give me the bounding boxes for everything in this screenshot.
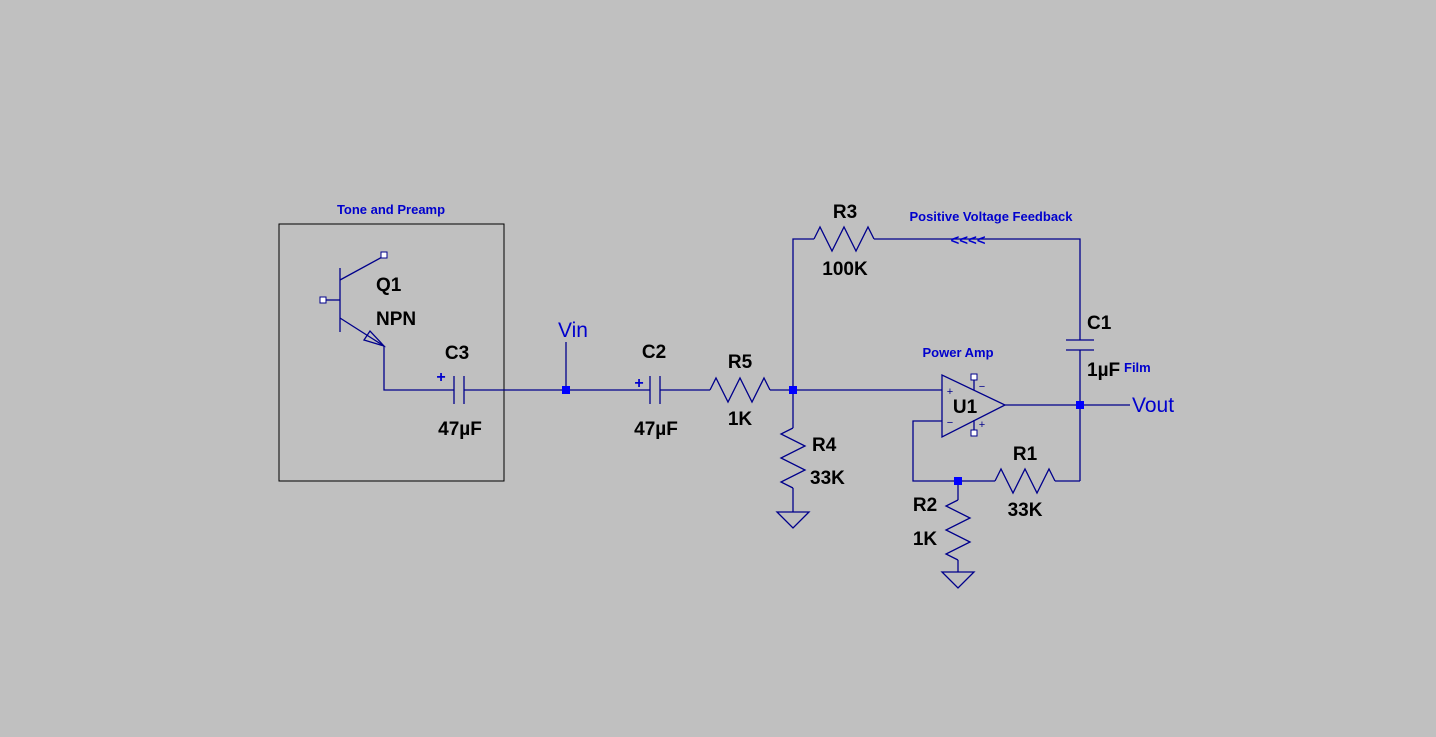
q1-collector-pin[interactable] (380, 251, 388, 259)
c3-polarity: + (436, 369, 445, 386)
capacitor-c2[interactable]: + C2 47µF (634, 342, 678, 440)
c3-value: 47µF (438, 419, 482, 440)
q1-value: NPN (376, 309, 416, 330)
r4-value: 33K (810, 468, 845, 489)
junction-vin (562, 386, 570, 394)
net-vout-label: Vout (1132, 394, 1174, 417)
r2-ref: R2 (913, 495, 937, 516)
junction-r5-node (789, 386, 797, 394)
c1-film-note: Film (1124, 360, 1151, 375)
capacitor-c1[interactable]: C1 1µF Film (1066, 313, 1151, 381)
r4-ref: R4 (812, 435, 837, 456)
opamp-u1[interactable]: Power Amp U1 + − − + (922, 345, 1007, 439)
junction-r2-node (954, 477, 962, 485)
u1-noninverting-sign: + (947, 386, 953, 398)
wire-r3-c1 (874, 238, 1081, 340)
junction-vout (1076, 401, 1084, 409)
r1-value: 33K (1008, 500, 1043, 521)
power-amp-comment: Power Amp (922, 345, 993, 360)
c1-ref: C1 (1087, 313, 1112, 334)
r3-value: 100K (822, 259, 868, 280)
resistor-r5[interactable]: R5 1K (709, 352, 771, 430)
feedback-arrows: <<<< (950, 232, 985, 249)
wire-emitter-c3 (383, 346, 454, 391)
r5-ref: R5 (728, 352, 753, 373)
r5-value: 1K (728, 409, 753, 430)
r2-value: 1K (913, 529, 938, 550)
u1-vee-pin[interactable] (970, 373, 978, 381)
capacitor-c3[interactable]: + C3 47µF (436, 343, 482, 440)
ground-symbol-r4 (775, 511, 811, 529)
u1-supply-plus-sign: + (979, 419, 985, 431)
u1-supply-minus-sign: − (979, 381, 985, 393)
wire-node-r3 (792, 238, 814, 390)
feedback-comment: Positive Voltage Feedback (909, 209, 1073, 224)
q1-base-pin[interactable] (319, 296, 327, 304)
q1-ref: Q1 (376, 275, 402, 296)
resistor-r3[interactable]: R3 100K (813, 202, 875, 280)
r3-ref: R3 (833, 202, 857, 223)
c2-value: 47µF (634, 419, 678, 440)
net-vin-label: Vin (558, 319, 588, 342)
c2-ref: C2 (642, 342, 666, 363)
u1-ref: U1 (953, 397, 978, 418)
resistor-r1[interactable]: R1 33K (994, 444, 1056, 521)
c1-value: 1µF (1087, 360, 1120, 381)
preamp-box-label: Tone and Preamp (337, 202, 445, 217)
c3-ref: C3 (445, 343, 469, 364)
u1-inverting-sign: − (947, 417, 953, 429)
preamp-frame: Tone and Preamp (278, 202, 505, 482)
resistor-r2[interactable]: R2 1K (913, 495, 972, 561)
resistor-r4[interactable]: R4 33K (779, 427, 845, 489)
r1-ref: R1 (1013, 444, 1038, 465)
c2-polarity: + (634, 375, 643, 392)
ground-symbol-r2 (940, 571, 976, 589)
u1-vcc-pin[interactable] (970, 429, 978, 437)
transistor-q1[interactable]: Q1 NPN (319, 251, 416, 348)
